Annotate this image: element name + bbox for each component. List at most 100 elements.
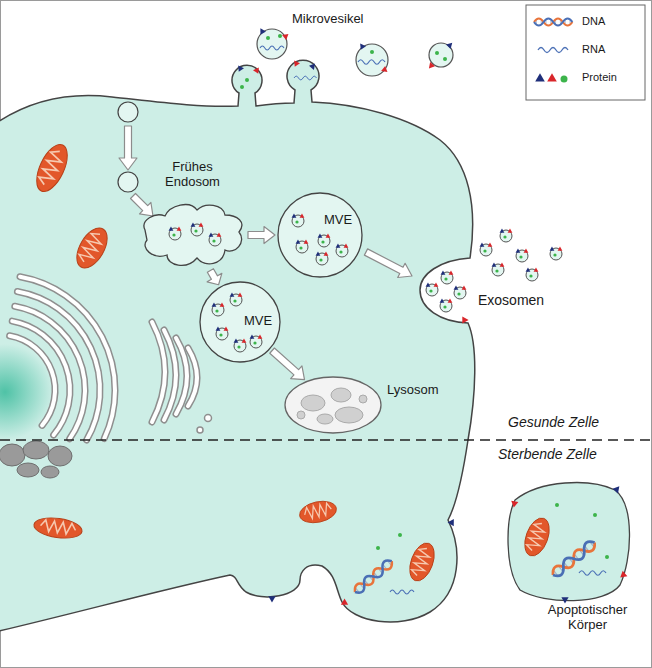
microvesicles xyxy=(292,59,300,67)
golgi-apparatus xyxy=(152,322,197,422)
exosomes xyxy=(492,263,505,276)
endoplasmic-reticulum xyxy=(10,277,115,440)
region-label: Gesunde Zelle xyxy=(508,414,599,430)
node-label: MVE xyxy=(244,314,272,329)
legend-box xyxy=(534,18,572,25)
golgi-apparatus xyxy=(197,427,203,433)
transport-arrows xyxy=(119,126,137,170)
endoplasmic-reticulum xyxy=(10,277,115,440)
endocytosis-vesicles xyxy=(118,102,138,192)
chromatin-fragments xyxy=(48,446,72,466)
bleb-contents xyxy=(376,546,380,550)
microvesicles xyxy=(443,57,447,61)
microvesicles xyxy=(253,66,261,74)
endoplasmic-reticulum xyxy=(12,321,70,435)
exosomes xyxy=(480,243,493,256)
bleb-contents xyxy=(339,599,348,608)
golgi-apparatus xyxy=(152,322,165,422)
transport-arrows xyxy=(119,126,412,278)
legend-label: DNA xyxy=(582,15,605,28)
microvesicles xyxy=(426,62,435,70)
mitochondria xyxy=(30,140,73,196)
transport-arrow xyxy=(248,227,275,244)
node-label: Lysosom xyxy=(387,383,439,398)
multivesicular-endosome-outline xyxy=(276,191,364,279)
chromatin-fragments xyxy=(17,463,39,477)
bleb-contents xyxy=(462,316,468,323)
legend-box xyxy=(538,48,568,53)
legend-box xyxy=(526,5,645,100)
microvesicles xyxy=(260,46,284,50)
mitochondria xyxy=(405,540,439,585)
bleb-contents xyxy=(352,558,395,596)
multivesicular-endosome: MVE xyxy=(276,191,364,279)
transport-arrow xyxy=(207,269,222,285)
endoplasmic-reticulum xyxy=(10,277,115,440)
mitochondria xyxy=(30,140,438,584)
golgi-apparatus xyxy=(176,338,187,414)
exosomes xyxy=(550,247,563,260)
cell-body xyxy=(0,60,475,632)
microvesicles xyxy=(358,60,385,65)
chromatin-fragments xyxy=(23,441,49,459)
golgi-apparatus xyxy=(205,415,212,422)
endoplasmic-reticulum xyxy=(10,336,55,426)
legend-box xyxy=(561,76,568,83)
mitochondria xyxy=(298,498,339,526)
microvesicles xyxy=(257,29,453,76)
chromatin-fragments xyxy=(41,466,59,478)
region-label: Sterbende Zelle xyxy=(498,446,597,462)
exosomes xyxy=(426,283,439,296)
microvesicles xyxy=(258,27,266,35)
golgi-apparatus xyxy=(164,330,176,420)
transport-arrows xyxy=(364,249,412,278)
golgi-apparatus xyxy=(152,322,197,422)
microvesicles xyxy=(435,51,439,55)
golgi-apparatus xyxy=(188,348,197,406)
exosomes xyxy=(440,299,453,312)
bleb-contents xyxy=(448,517,457,526)
microvesicles xyxy=(358,42,366,50)
endoplasmic-reticulum xyxy=(10,336,55,426)
lysosome: Lysosom xyxy=(283,375,448,435)
exosomes xyxy=(454,286,467,299)
microvesicles xyxy=(294,76,317,80)
chromatin-fragments xyxy=(0,441,72,478)
mitochondria xyxy=(33,515,84,541)
mitochondria xyxy=(71,223,114,273)
endocytosis-vesicles xyxy=(118,102,138,122)
exosomes xyxy=(426,229,563,312)
early-endosome: Frühes Endosom xyxy=(135,160,250,275)
microvesicles xyxy=(370,50,374,54)
exosomes xyxy=(516,249,529,262)
bleb-contents xyxy=(390,590,414,594)
divider-line xyxy=(0,439,652,441)
golgi-apparatus xyxy=(188,348,197,406)
legend-box xyxy=(547,73,557,81)
legend-box xyxy=(535,73,545,81)
bleb-contents xyxy=(268,596,275,602)
node-label: MVE xyxy=(324,213,352,228)
microvesicles xyxy=(236,27,455,89)
legend-label: Protein xyxy=(582,71,617,84)
microvesicles xyxy=(309,61,318,69)
vesicle-label: Mikrovesikel xyxy=(292,12,364,27)
microvesicles xyxy=(266,36,270,40)
apoptotic-body: Apoptotischer Körper xyxy=(505,475,645,647)
transport-arrows xyxy=(131,194,154,217)
microvesicles xyxy=(236,64,244,72)
node-label: Frühes Endosom xyxy=(155,160,230,190)
legend-label: RNA xyxy=(582,43,605,56)
vesicle-label: Exosomen xyxy=(478,292,544,308)
microvesicles xyxy=(240,85,244,89)
node-label: Apoptotischer Körper xyxy=(535,603,640,633)
microvesicles xyxy=(282,31,290,40)
microvesicles xyxy=(381,66,389,75)
chromatin-fragments xyxy=(0,444,25,466)
golgi-apparatus xyxy=(152,322,212,433)
microvesicles xyxy=(446,40,454,48)
endocytosis-vesicles xyxy=(118,172,138,192)
